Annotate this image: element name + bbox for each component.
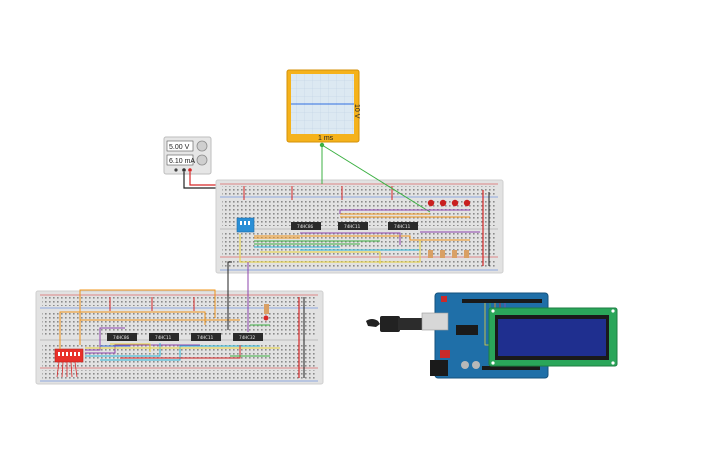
oscilloscope-bottom-label: 1 ms [318, 135, 334, 142]
lower-chip-1[interactable]: 74HC86 [107, 333, 137, 341]
lower-resistor[interactable] [263, 304, 270, 321]
upper-chip-2[interactable]: 74HC11 [338, 222, 368, 230]
output-leds[interactable] [427, 199, 471, 207]
current-value: 6.10 mA [169, 158, 195, 165]
usb-port[interactable] [421, 312, 449, 331]
reset-button[interactable] [441, 296, 447, 302]
inter-board-wires [227, 261, 249, 332]
svg-text:74HC11: 74HC11 [344, 224, 361, 230]
voltage-knob[interactable] [196, 140, 208, 152]
svg-text:74HC86: 74HC86 [113, 335, 130, 341]
current-display [166, 154, 194, 166]
upper-chip-3[interactable]: 74HC11 [388, 222, 418, 230]
oscilloscope[interactable]: 10 V 1 ms [286, 69, 360, 148]
upper-wires [239, 144, 480, 264]
lower-dip-switch[interactable] [54, 348, 84, 363]
lower-chip-2[interactable]: 74HC11 [149, 333, 179, 341]
lcd-display[interactable] [488, 307, 618, 367]
current-knob[interactable] [196, 154, 208, 166]
usb-cable [366, 316, 422, 332]
svg-text:74HC11: 74HC11 [394, 224, 411, 230]
power-jack[interactable] [430, 360, 448, 376]
svg-text:74HC86: 74HC86 [297, 224, 314, 230]
lcd-screen [498, 319, 606, 356]
upper-dip-switch[interactable] [236, 217, 255, 233]
power-supply[interactable]: 5.00 V 6.10 mA [163, 136, 212, 175]
oscilloscope-side-label: 10 V [353, 104, 360, 119]
lower-breadboard[interactable] [35, 290, 324, 385]
lower-chip-3[interactable]: 74HC11 [191, 333, 221, 341]
ground-terminal[interactable] [174, 168, 178, 172]
svg-text:74HC11: 74HC11 [197, 335, 214, 341]
svg-text:74HC32: 74HC32 [239, 335, 256, 341]
voltage-display [166, 140, 194, 152]
upper-resistors[interactable] [428, 250, 469, 258]
voltage-value: 5.00 V [169, 144, 190, 151]
positive-terminal[interactable] [188, 168, 192, 172]
svg-text:74HC11: 74HC11 [155, 335, 172, 341]
lower-wires [59, 289, 280, 361]
negative-terminal[interactable] [182, 168, 186, 172]
lower-chip-4[interactable]: 74HC32 [233, 333, 263, 341]
upper-chip-1[interactable]: 74HC86 [291, 222, 321, 230]
